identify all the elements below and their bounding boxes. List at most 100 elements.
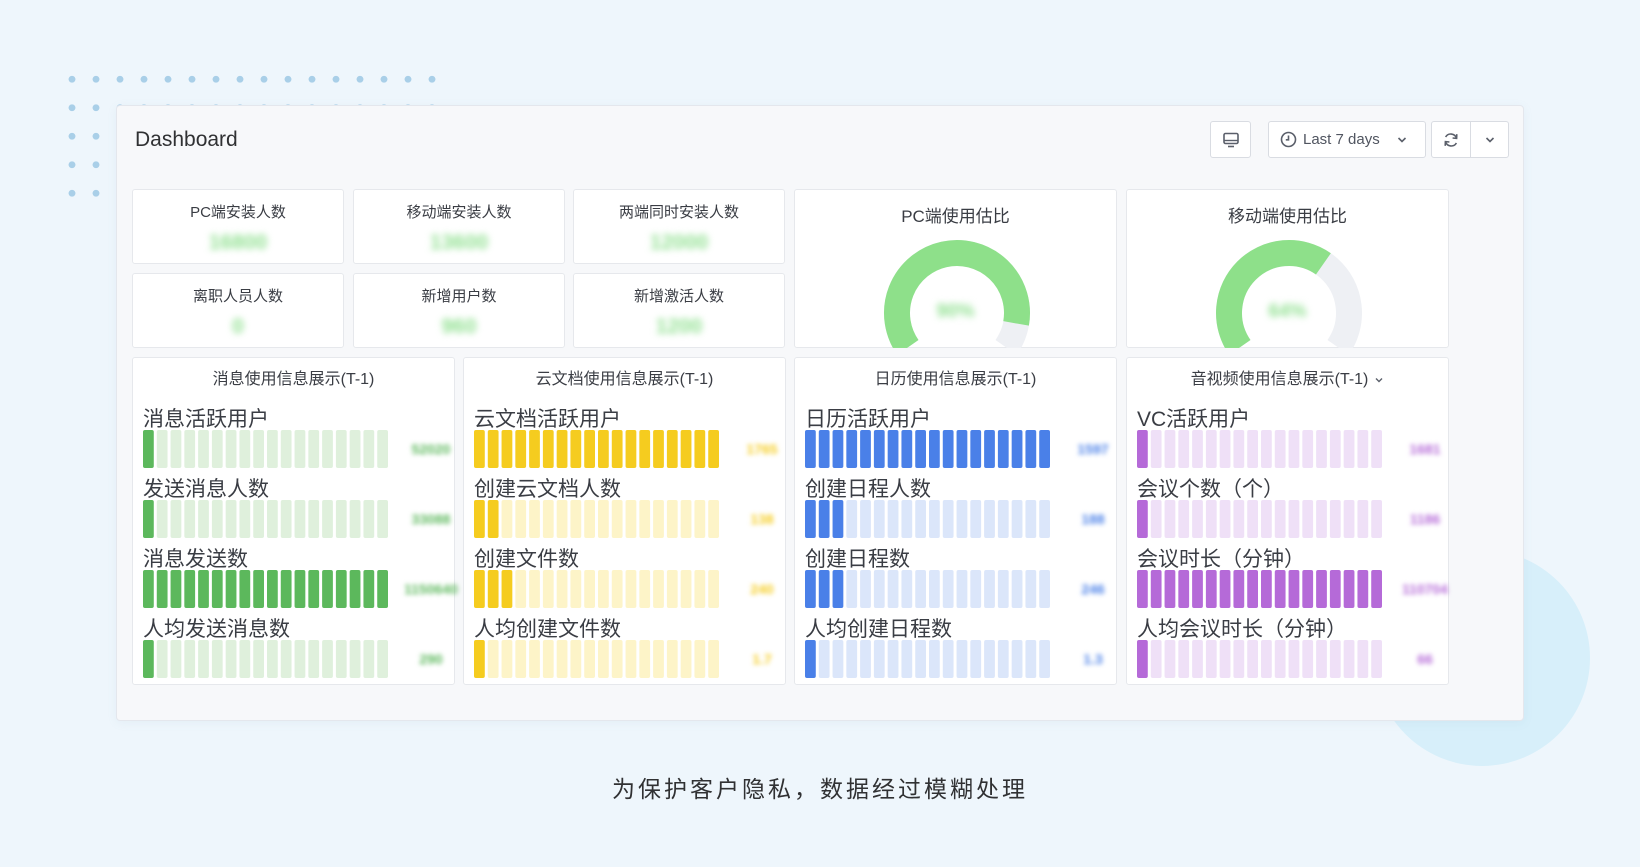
bar-segment-empty	[970, 500, 982, 538]
bar-segment-empty	[873, 500, 885, 538]
bar-segment-filled	[832, 570, 844, 608]
bar-segment-empty	[584, 500, 595, 538]
panel-title-wrap[interactable]: 音视频使用信息展示(T-1)	[1127, 365, 1448, 389]
stat-title: 离职人员人数	[192, 288, 283, 305]
bar-segment-empty	[680, 570, 692, 608]
stat-value: 16800	[208, 231, 268, 254]
gauge-pc	[884, 240, 1030, 348]
bar-segment-empty	[280, 500, 292, 538]
bar-segment-empty	[956, 640, 968, 678]
bar-segment-filled	[143, 570, 154, 608]
gauge-value: 90%	[936, 301, 975, 322]
gauge-fill	[1216, 240, 1331, 348]
bar-segment-filled	[239, 570, 251, 608]
bar-segment-empty	[887, 500, 899, 538]
bar-segment-empty	[666, 500, 678, 538]
panel-title: 消息使用信息展示(T-1)	[212, 371, 375, 388]
metric-value: 110704	[1402, 581, 1448, 597]
bar-segment-empty	[239, 640, 251, 678]
bar-segment-empty	[639, 640, 651, 678]
bar-segment-filled	[184, 570, 196, 608]
bar-segment-empty	[515, 500, 527, 538]
bar-segment-empty	[225, 500, 237, 538]
bar-segment-empty	[680, 640, 692, 678]
bar-segment-filled	[666, 430, 678, 468]
bar-segment-empty	[1302, 430, 1314, 468]
bar-segment-empty	[253, 640, 264, 678]
gauge-title: 移动端使用估比	[1228, 207, 1347, 226]
bar-segment-filled	[1178, 570, 1190, 608]
bar-segment-filled	[708, 430, 719, 468]
bar-segment-filled	[805, 500, 816, 538]
tv-mode-button[interactable]	[1210, 121, 1251, 158]
bar-segment-filled	[1192, 570, 1203, 608]
bar-segment-filled	[225, 570, 237, 608]
time-range-picker[interactable]: Last 7 days	[1268, 121, 1426, 158]
bar-segment-empty	[929, 640, 940, 678]
metric-label: 创建日程数	[805, 548, 910, 571]
bar-segment-empty	[584, 640, 595, 678]
bar-segment-filled	[805, 430, 816, 468]
bar-segment-empty	[846, 640, 858, 678]
bar-segment-empty	[997, 640, 1009, 678]
bar-segment-filled	[639, 430, 651, 468]
bar-segment-filled	[887, 430, 899, 468]
gauge-card-mobile: 移动端使用估比 64%	[1126, 189, 1449, 348]
metric-label: 创建日程人数	[805, 478, 931, 501]
bar-segment-empty	[280, 430, 292, 468]
refresh-button[interactable]	[1431, 121, 1471, 158]
bar-segment-empty	[349, 500, 361, 538]
bar-segment-filled	[860, 430, 871, 468]
bar-segment-empty	[1205, 500, 1217, 538]
bar-segment-empty	[556, 640, 568, 678]
bar-segment-empty	[970, 640, 982, 678]
bar-segment-filled	[1316, 570, 1327, 608]
metric-value: 66	[1417, 651, 1433, 667]
bar-segment-empty	[915, 640, 926, 678]
bar-segment-filled	[1137, 640, 1148, 678]
bar-segment-empty	[915, 500, 926, 538]
bar-segment-filled	[1137, 430, 1148, 468]
stat-title: 新增用户数	[421, 288, 497, 305]
bar-segment-empty	[198, 640, 209, 678]
refresh-interval-dropdown[interactable]	[1470, 121, 1509, 158]
stat-title: 两端同时安装人数	[618, 204, 739, 221]
bar-segment-empty	[694, 570, 706, 608]
bar-segment-empty	[708, 640, 719, 678]
bar-segment-empty	[294, 500, 306, 538]
time-range-label: Last 7 days	[1303, 131, 1380, 148]
bar-segment-empty	[156, 640, 168, 678]
bar-segment-empty	[335, 500, 347, 538]
bar-gauge	[805, 430, 1050, 468]
bar-segment-empty	[1192, 500, 1203, 538]
bar-segment-filled	[1164, 570, 1176, 608]
bar-segment-filled	[1219, 570, 1231, 608]
bar-segment-empty	[680, 500, 692, 538]
gauge-card-pc: PC端使用估比 90%	[794, 189, 1117, 348]
bar-segment-filled	[1357, 570, 1369, 608]
bar-segment-empty	[708, 570, 719, 608]
metric-label: 创建文件数	[474, 548, 579, 571]
dashboard-panel: Dashboard Last 7 days PC端安装人数	[116, 105, 1524, 721]
metric-value: 1.3	[1083, 651, 1103, 667]
gauge-title: PC端使用估比	[901, 207, 1010, 226]
bar-segment-empty	[598, 570, 609, 608]
bar-segment-empty	[901, 640, 913, 678]
bar-segment-filled	[1025, 430, 1037, 468]
bar-segment-empty	[694, 640, 706, 678]
bar-segment-empty	[156, 430, 168, 468]
bar-gauge	[1137, 500, 1382, 538]
bar-segment-empty	[570, 500, 582, 538]
metric-label: 日历活跃用户	[805, 408, 931, 431]
bar-segment-empty	[1357, 430, 1369, 468]
bar-segment-empty	[984, 500, 995, 538]
bar-segment-empty	[170, 640, 182, 678]
bar-segment-filled	[474, 430, 485, 468]
bar-segment-empty	[639, 500, 651, 538]
